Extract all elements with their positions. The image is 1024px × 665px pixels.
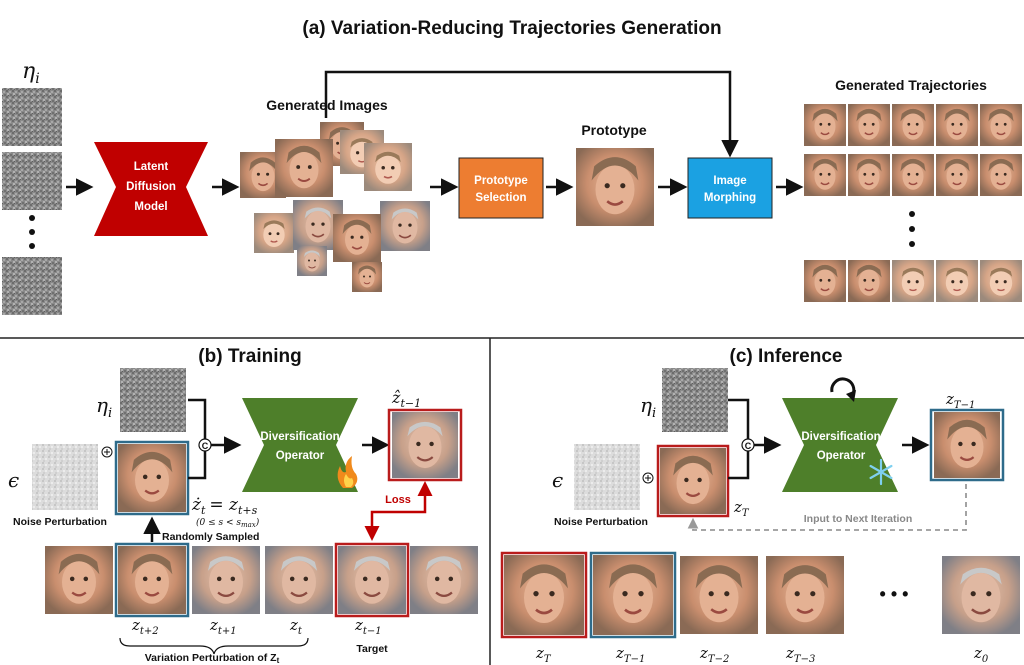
z-labels-c: zT zT−1 zT−2 zT−3 z0	[535, 644, 989, 665]
z-labels-b: zt+2 zt+1 zt zt−1	[131, 616, 382, 637]
svg-text:zT: zT	[535, 644, 552, 665]
vertical-ellipsis-a	[29, 215, 35, 249]
eta-label-c: ηi	[640, 393, 656, 421]
prototype-image	[574, 148, 656, 226]
circled-plus-icon	[101, 446, 113, 458]
prototype-label: Prototype	[581, 122, 647, 138]
svg-text:C: C	[745, 441, 752, 451]
svg-text:zT−3: zT−3	[785, 644, 815, 665]
light-noise-image-b	[32, 444, 98, 510]
svg-text:zT−2: zT−2	[699, 644, 729, 665]
output-frame-c	[929, 408, 1005, 482]
circled-plus-icon-c	[642, 472, 654, 484]
concat-c-icon-c: C	[741, 438, 755, 452]
svg-text:zt−1: zt−1	[354, 616, 382, 637]
trajectory-row-1	[804, 103, 1022, 147]
trajectory-row-3	[804, 259, 1022, 303]
horizontal-ellipsis-c: • • •	[880, 584, 909, 604]
output-face-b	[391, 412, 459, 478]
section-c-title: (c) Inference	[730, 346, 843, 367]
svg-text:Model: Model	[134, 201, 167, 213]
eta-label-a: ηi	[22, 59, 40, 87]
svg-text:Operator: Operator	[276, 450, 325, 462]
trajectory-strip-b	[45, 546, 478, 614]
section-b-title: (b) Training	[198, 346, 301, 367]
zT-label: zT	[733, 498, 750, 519]
svg-text:C: C	[202, 441, 209, 451]
zT1-label: zT−1	[945, 390, 975, 411]
light-noise-image-c	[574, 444, 640, 510]
svg-text:Operator: Operator	[817, 450, 866, 462]
svg-text:zT−1: zT−1	[615, 644, 645, 665]
prototype-selection-box: Prototype Selection	[458, 157, 544, 219]
trajectory-strip-c	[504, 555, 1020, 635]
target-frame	[334, 542, 410, 618]
epsilon-c: ϵ	[552, 468, 563, 492]
bypass-arrow	[324, 70, 739, 158]
loss-arrow	[364, 481, 433, 541]
image-morphing-box: Image Morphing	[687, 157, 773, 219]
svg-text:Diffusion: Diffusion	[126, 181, 176, 193]
zdot-equation: żt= zt+s	[191, 495, 258, 517]
zT-frame-bottom	[500, 551, 588, 639]
svg-text:z0: z0	[973, 644, 989, 665]
noise-perturbation-c: Noise Perturbation	[554, 516, 648, 528]
input-face-b	[118, 444, 186, 512]
svg-text:Prototype: Prototype	[474, 175, 528, 187]
generated-images-collage	[240, 121, 430, 292]
svg-text:Morphing: Morphing	[704, 192, 756, 204]
noise-image-c	[662, 368, 728, 432]
next-iteration-label: Input to Next Iteration	[804, 513, 913, 525]
target-label: Target	[356, 643, 388, 655]
diversification-operator-c: Diversification Operator	[782, 398, 898, 492]
latent-diffusion-model: Latent Diffusion Model	[94, 142, 208, 236]
zhat-label: ẑt−1	[391, 388, 421, 410]
vertical-ellipsis-trajectories	[909, 211, 915, 247]
variation-brace	[119, 637, 309, 655]
epsilon-b: ϵ	[8, 468, 19, 492]
svg-text:zt+2: zt+2	[131, 616, 159, 637]
generated-trajectories-label: Generated Trajectories	[835, 77, 987, 93]
zdot-constraint: (0 ≤ s < smax)	[196, 517, 260, 529]
refresh-loop-icon	[830, 377, 856, 402]
noise-image-2	[2, 152, 62, 210]
noise-perturbation-b: Noise Perturbation	[13, 516, 107, 528]
concat-c-icon: C	[198, 438, 212, 452]
zT1-frame-bottom	[589, 551, 677, 639]
sampled-frame	[114, 542, 190, 618]
snowflake-icon	[869, 458, 893, 486]
svg-text:Image: Image	[713, 175, 746, 187]
eta-label-b: ηi	[96, 393, 112, 421]
svg-text:zt: zt	[289, 616, 303, 637]
svg-text:Diversification: Diversification	[260, 431, 339, 443]
randomly-sampled-label: Randomly Sampled	[162, 531, 259, 543]
svg-text:Latent: Latent	[134, 161, 169, 173]
next-iteration-arrow	[687, 484, 967, 531]
input-face-c	[660, 448, 726, 514]
noise-image-1	[2, 88, 62, 146]
loss-label: Loss	[385, 494, 411, 506]
svg-text:Diversification: Diversification	[801, 431, 880, 443]
noise-image-b	[120, 368, 186, 432]
output-face-c	[933, 412, 1001, 478]
trajectory-row-2	[804, 153, 1022, 197]
svg-text:Selection: Selection	[475, 192, 526, 204]
output-frame-b	[387, 408, 463, 482]
variation-label: Variation Perturbation of Zt	[145, 652, 280, 665]
diversification-operator-b: Diversification Operator	[242, 398, 358, 492]
input-frame-c	[656, 444, 730, 518]
noise-image-3	[2, 257, 62, 315]
section-a-title: (a) Variation-Reducing Trajectories Gene…	[302, 18, 721, 39]
flame-icon	[337, 456, 358, 488]
svg-text:zt+1: zt+1	[209, 616, 237, 637]
